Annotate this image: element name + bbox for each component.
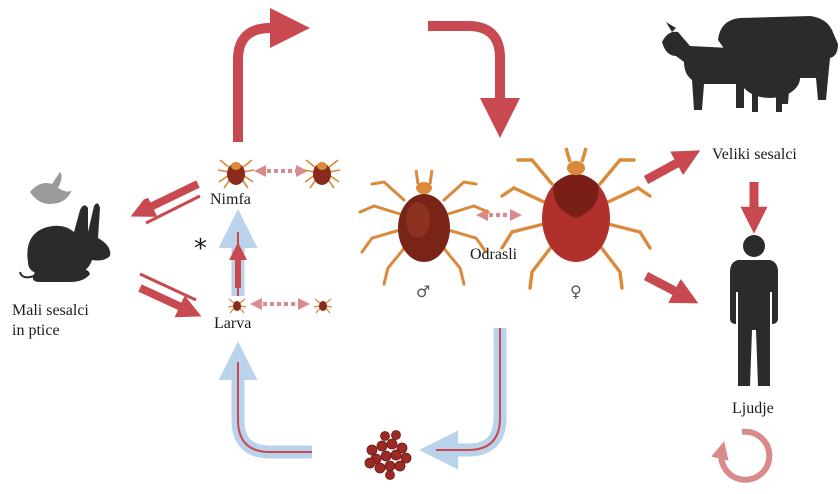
bird-icon <box>30 172 72 204</box>
adults-label: Odrasli <box>470 246 517 264</box>
small-mammals-label-line1: Mali sesalci <box>12 302 89 320</box>
tick-icon <box>314 299 332 313</box>
larva-host-exchange-arrows <box>140 274 196 312</box>
female-symbol: ♀ <box>570 282 582 301</box>
top-to-adults-arrow <box>428 26 500 120</box>
adults-to-large-mammals-arrow <box>646 156 690 180</box>
male-symbol: ♂ <box>416 282 430 301</box>
egg-cluster-icon <box>365 431 411 480</box>
tick-icon <box>304 160 340 188</box>
female-tick-icon <box>502 148 650 288</box>
asterisk-mark: * <box>194 234 207 264</box>
cycle-arrow-icon <box>721 432 769 480</box>
nymph-host-exchange-arrows <box>140 174 200 223</box>
nymph-label: Nimfa <box>210 191 251 209</box>
eggs-to-larva-arrow <box>238 358 312 452</box>
adults-to-humans-arrow <box>646 276 688 298</box>
human-icon <box>730 235 778 386</box>
male-tick-icon <box>360 170 488 284</box>
large-mammals-label: Veliki sesalci <box>712 146 797 164</box>
small-mammals-label-line2: in ptice <box>12 322 60 340</box>
tick-icon <box>218 160 254 188</box>
adults-to-eggs-arrow <box>436 328 500 450</box>
larva-label: Larva <box>214 315 251 333</box>
tick-icon <box>228 299 246 313</box>
nymph-to-top-arrow <box>238 28 292 142</box>
humans-label: Ljudje <box>732 400 774 418</box>
